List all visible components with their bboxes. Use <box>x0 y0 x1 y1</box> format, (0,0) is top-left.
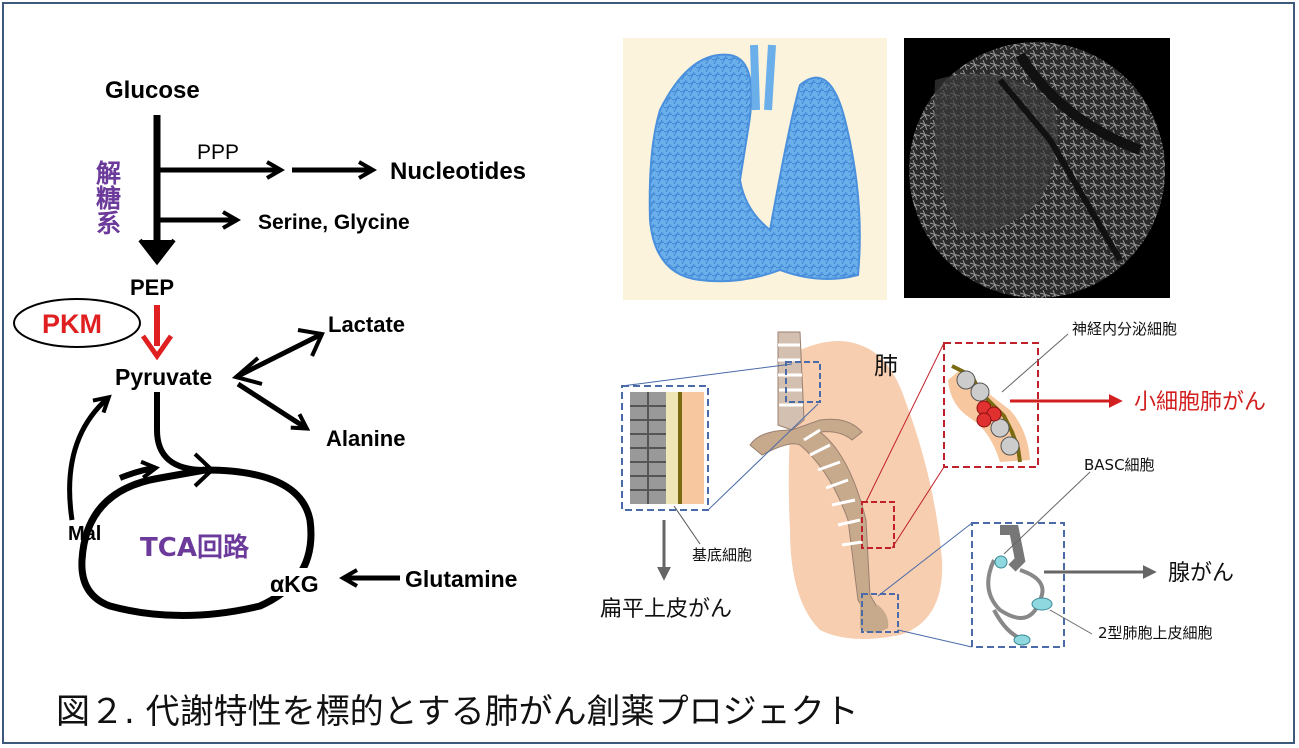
pkm-arrowhead <box>140 334 174 361</box>
basc-zoom-marker <box>861 593 899 633</box>
glycolysis-label: 解糖系 <box>93 160 122 235</box>
pep-label: PEP <box>130 275 174 300</box>
alveoli-cluster <box>860 600 889 633</box>
small-cell-label: 小細胞肺がん <box>1134 390 1266 415</box>
lung-label: 肺 <box>874 352 898 380</box>
trachea <box>777 331 805 431</box>
lactate-arrowhead <box>297 328 325 357</box>
lung-illustration: 肺 基底細胞 扁平上皮がん <box>600 320 1266 648</box>
neuroendocrine-cells <box>948 364 1030 463</box>
tca-cycle-loop <box>78 466 315 619</box>
serine-glycine-label: Serine, Glycine <box>258 211 410 234</box>
figure-caption: 図２. 代謝特性を標的とする肺がん創薬プロジェクト <box>56 692 859 732</box>
trachea-rings <box>778 343 803 407</box>
glucose-pep-arrowhead <box>138 238 176 266</box>
akg-label: αKG <box>270 571 319 597</box>
metabolic-pathway: Glucose PPP Nucleotides Serine, Glycine … <box>13 77 526 619</box>
lactate-label: Lactate <box>328 312 405 337</box>
ppp-label: PPP <box>197 141 239 164</box>
bronchi-rings <box>803 428 863 547</box>
glucose-label: Glucose <box>105 77 200 104</box>
basc-label: BASC細胞 <box>1084 456 1155 474</box>
basal-cell-label: 基底細胞 <box>692 546 752 564</box>
pkm-ellipse <box>13 298 141 348</box>
akg-backdrop <box>262 568 334 596</box>
lung-ct-photo <box>904 38 1170 298</box>
neuroendocrine-zoom-marker <box>861 501 895 549</box>
lung-cast-photo <box>623 38 887 300</box>
lactate-back-arrowhead <box>231 356 263 386</box>
glutamine-label: Glutamine <box>405 566 517 592</box>
nucleotides-label: Nucleotides <box>390 158 526 185</box>
tca-label: TCA回路 <box>140 532 250 563</box>
mal-pyruvate-arrow <box>67 398 108 521</box>
basc-cells <box>986 525 1053 646</box>
mal-label: Mal <box>68 523 101 545</box>
type2-label: 2型肺胞上皮細胞 <box>1098 624 1213 642</box>
bronchi <box>749 418 881 621</box>
pkm-label: PKM <box>42 309 102 339</box>
squamous-label: 扁平上皮がん <box>600 597 732 622</box>
lung-lobe <box>788 341 943 639</box>
pyruvate-label: Pyruvate <box>115 364 212 390</box>
basal-cells <box>630 392 704 504</box>
adeno-label: 腺がん <box>1168 561 1234 586</box>
alanine-arrow <box>236 381 306 428</box>
lactate-arrow <box>236 331 324 379</box>
alanine-label: Alanine <box>326 426 405 451</box>
basal-zoom-marker <box>785 361 821 403</box>
tca-inner-arrow <box>118 468 155 481</box>
neuroendocrine-label: 神経内分泌細胞 <box>1072 320 1177 338</box>
